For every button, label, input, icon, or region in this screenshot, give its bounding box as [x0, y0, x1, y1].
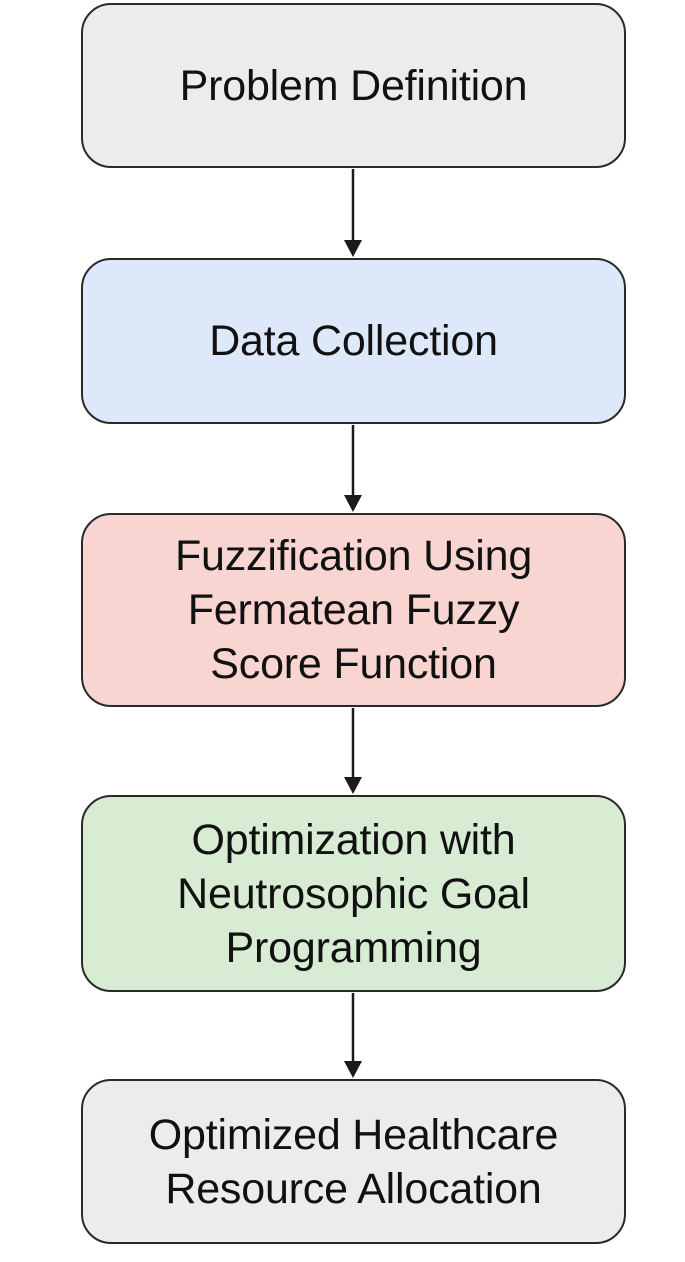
arrow-4-to-5: [344, 993, 362, 1078]
step-optimization: Optimization with Neutrosophic Goal Prog…: [81, 795, 626, 992]
step-problem-definition: Problem Definition: [81, 3, 626, 168]
step-label: Optimized Healthcare Resource Allocation: [148, 1110, 559, 1213]
step-optimized-allocation: Optimized Healthcare Resource Allocation: [81, 1079, 626, 1244]
step-label: Fuzzification Using Fermatean Fuzzy Scor…: [174, 532, 533, 688]
step-label: Data Collection: [209, 317, 498, 365]
step-fuzzification: Fuzzification Using Fermatean Fuzzy Scor…: [81, 513, 626, 707]
step-data-collection: Data Collection: [81, 258, 626, 424]
arrow-1-to-2: [344, 169, 362, 257]
arrow-2-to-3: [344, 425, 362, 512]
step-label: Optimization with Neutrosophic Goal Prog…: [177, 815, 530, 972]
arrow-3-to-4: [344, 708, 362, 794]
step-label: Problem Definition: [179, 61, 528, 110]
